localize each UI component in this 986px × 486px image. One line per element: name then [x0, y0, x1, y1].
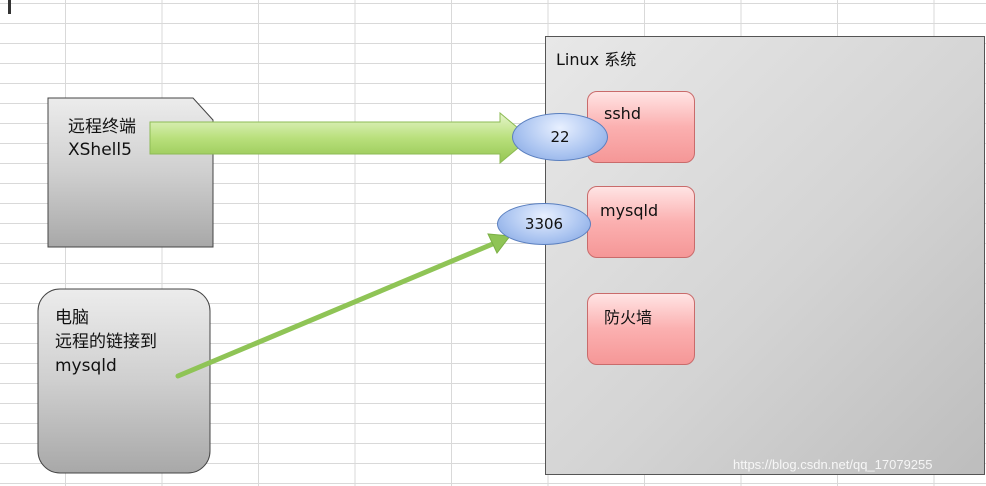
- port-22: 22: [512, 113, 608, 161]
- watermark: https://blog.csdn.net/qq_17079255: [733, 457, 933, 472]
- linux-title: Linux 系统: [556, 50, 637, 69]
- service-box-mysqld: [587, 186, 695, 258]
- mysql-arrow-head: [487, 233, 511, 254]
- service-label-sshd: sshd: [604, 104, 641, 123]
- port-3306: 3306: [497, 203, 591, 245]
- terminal-label-line1: 远程终端: [68, 117, 136, 137]
- computer-shape: [37, 288, 211, 474]
- port-3306-label: 3306: [524, 215, 564, 233]
- computer-label-line2: 远程的链接到: [55, 332, 157, 352]
- service-box-sshd: [587, 91, 695, 163]
- computer-label-line1: 电脑: [55, 308, 89, 328]
- service-label-firewall: 防火墙: [604, 308, 653, 327]
- corner-mark: [8, 0, 11, 14]
- service-box-firewall: [587, 293, 695, 365]
- service-label-mysqld: mysqld: [600, 201, 659, 220]
- terminal-label-line2: XShell5: [68, 140, 132, 160]
- ssh-arrow: [149, 111, 531, 165]
- port-22-label: 22: [550, 128, 570, 146]
- computer-label-line3: mysqld: [55, 356, 117, 376]
- mysql-arrow-line: [175, 240, 498, 379]
